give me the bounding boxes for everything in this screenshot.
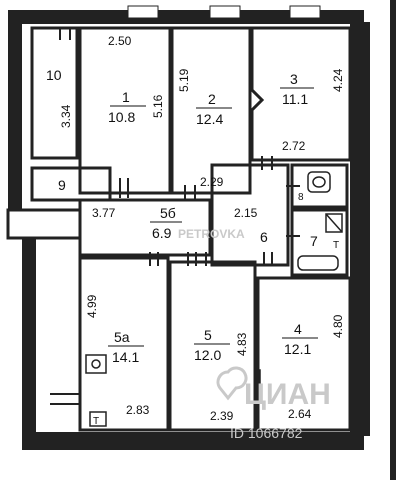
room-2-dim-length: 5.19 (177, 68, 191, 92)
room-7-number: 7 (310, 233, 318, 249)
room-5-area: 12.0 (194, 347, 221, 363)
room-6-dim: 2.15 (234, 206, 258, 220)
walls (8, 0, 396, 480)
room-5-dim-length: 4.83 (235, 332, 249, 356)
room-3-area: 11.1 (282, 91, 308, 107)
room-4-dim-length: 4.80 (331, 314, 345, 338)
room-5a-dim-width: 2.83 (126, 403, 150, 417)
interior-walls (6, 26, 352, 432)
agency-watermark: PETROVKA (178, 227, 245, 241)
room-5b-number: 5б (160, 205, 176, 221)
room-10-dim: 3.34 (59, 104, 73, 128)
listing-id-watermark: ID 1066782 (230, 425, 303, 441)
room-3-dim-length: 4.24 (331, 68, 345, 92)
stove-mark: T (93, 416, 99, 427)
stove-icon (89, 411, 107, 427)
cian-logo-icon (216, 366, 248, 401)
shafts (59, 28, 71, 40)
bathtub-icon (297, 255, 339, 271)
room-3-number: 3 (290, 71, 298, 87)
room-4-number: 4 (294, 321, 302, 337)
room-5a-area: 14.1 (112, 349, 139, 365)
room-5-number: 5 (204, 327, 212, 343)
room-1-dim-length: 5.16 (151, 94, 165, 118)
room-1-number: 1 (122, 89, 130, 105)
room-4-dim-width: 2.64 (288, 407, 312, 421)
brand-watermark: ЦИАН (244, 378, 331, 411)
fixtures (85, 171, 343, 427)
room-8-number: 8 (298, 192, 304, 203)
room-2-number: 2 (208, 91, 216, 107)
room-9-number: 9 (58, 177, 66, 193)
shower-mark: T (333, 240, 339, 251)
door-marks (50, 156, 300, 405)
sink-icon (85, 354, 107, 374)
room-3-dim-width: 2.72 (282, 139, 306, 153)
room-5b-area: 6.9 (152, 225, 172, 241)
radiator-icon (255, 369, 261, 391)
toilet-icon (307, 171, 331, 193)
room-2-dim-width: 2.29 (200, 175, 224, 189)
room-2-area: 12.4 (196, 111, 223, 127)
room-5a-dim-length: 4.99 (85, 294, 99, 318)
room-10-number: 10 (46, 67, 62, 83)
shower-icon (325, 213, 343, 233)
room-1-area: 10.8 (108, 109, 135, 125)
windows-top (127, 5, 321, 19)
room-5-dim-width: 2.39 (210, 409, 234, 423)
room-4-area: 12.1 (284, 341, 311, 357)
room-1-dim-width: 2.50 (108, 34, 132, 48)
room-5b-dim: 3.77 (92, 206, 116, 220)
room-5a-number: 5а (114, 329, 130, 345)
room-6-number: 6 (260, 229, 268, 245)
